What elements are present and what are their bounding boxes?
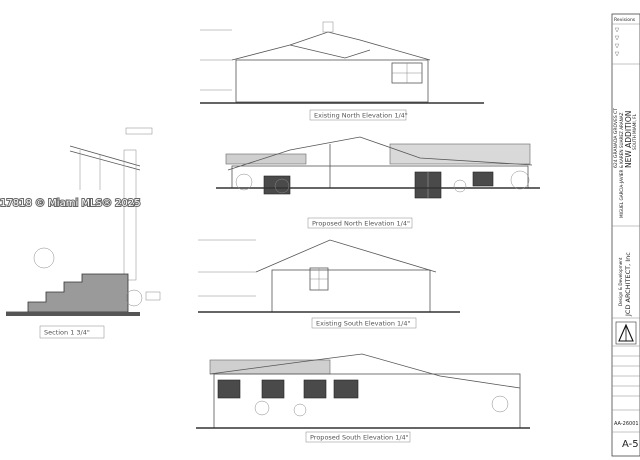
project-address: 624 GRANADA GROVES CT: [613, 108, 619, 168]
firm-logo: [615, 321, 637, 345]
existing-north-caption: Existing North Elevation 1/4": [314, 112, 408, 120]
proposed-north-elevation: Proposed North Elevation 1/4": [216, 136, 540, 229]
existing-south-caption: Existing South Elevation 1/4": [316, 320, 410, 328]
proposed-south-elevation: Proposed South Elevation 1/4": [196, 353, 530, 443]
sheet-number: A-5: [622, 439, 639, 450]
title-block: Revisions NEW ADDITION MIGUEL GARCIA-JAV…: [611, 13, 640, 457]
existing-north-elevation: Existing North Elevation 1/4": [200, 21, 484, 121]
watermark: 17818 © Miami MLS® 2025: [0, 198, 141, 209]
proposed-south-caption: Proposed South Elevation 1/4": [310, 434, 409, 442]
existing-south-elevation: Existing South Elevation 1/4": [198, 239, 460, 329]
proposed-north-caption: Proposed North Elevation 1/4": [312, 220, 410, 228]
firm-name: JCD ARCHITECT, Inc: [624, 252, 632, 317]
owner-name: MIGUEL GARCIA-JAVIER & KAREN SUAREZ ARAN…: [619, 112, 624, 218]
project-title: NEW ADDITION: [624, 111, 633, 168]
project-city: SOUTH MIAMI, FL: [632, 113, 637, 150]
project-number: AA-26001: [614, 421, 639, 427]
revisions-label: Revisions: [614, 17, 636, 23]
section-1: Section 1 3/4": [6, 127, 161, 339]
firm-subtitle: Design & Development: [618, 257, 623, 306]
section-1-caption: Section 1 3/4": [44, 329, 90, 337]
